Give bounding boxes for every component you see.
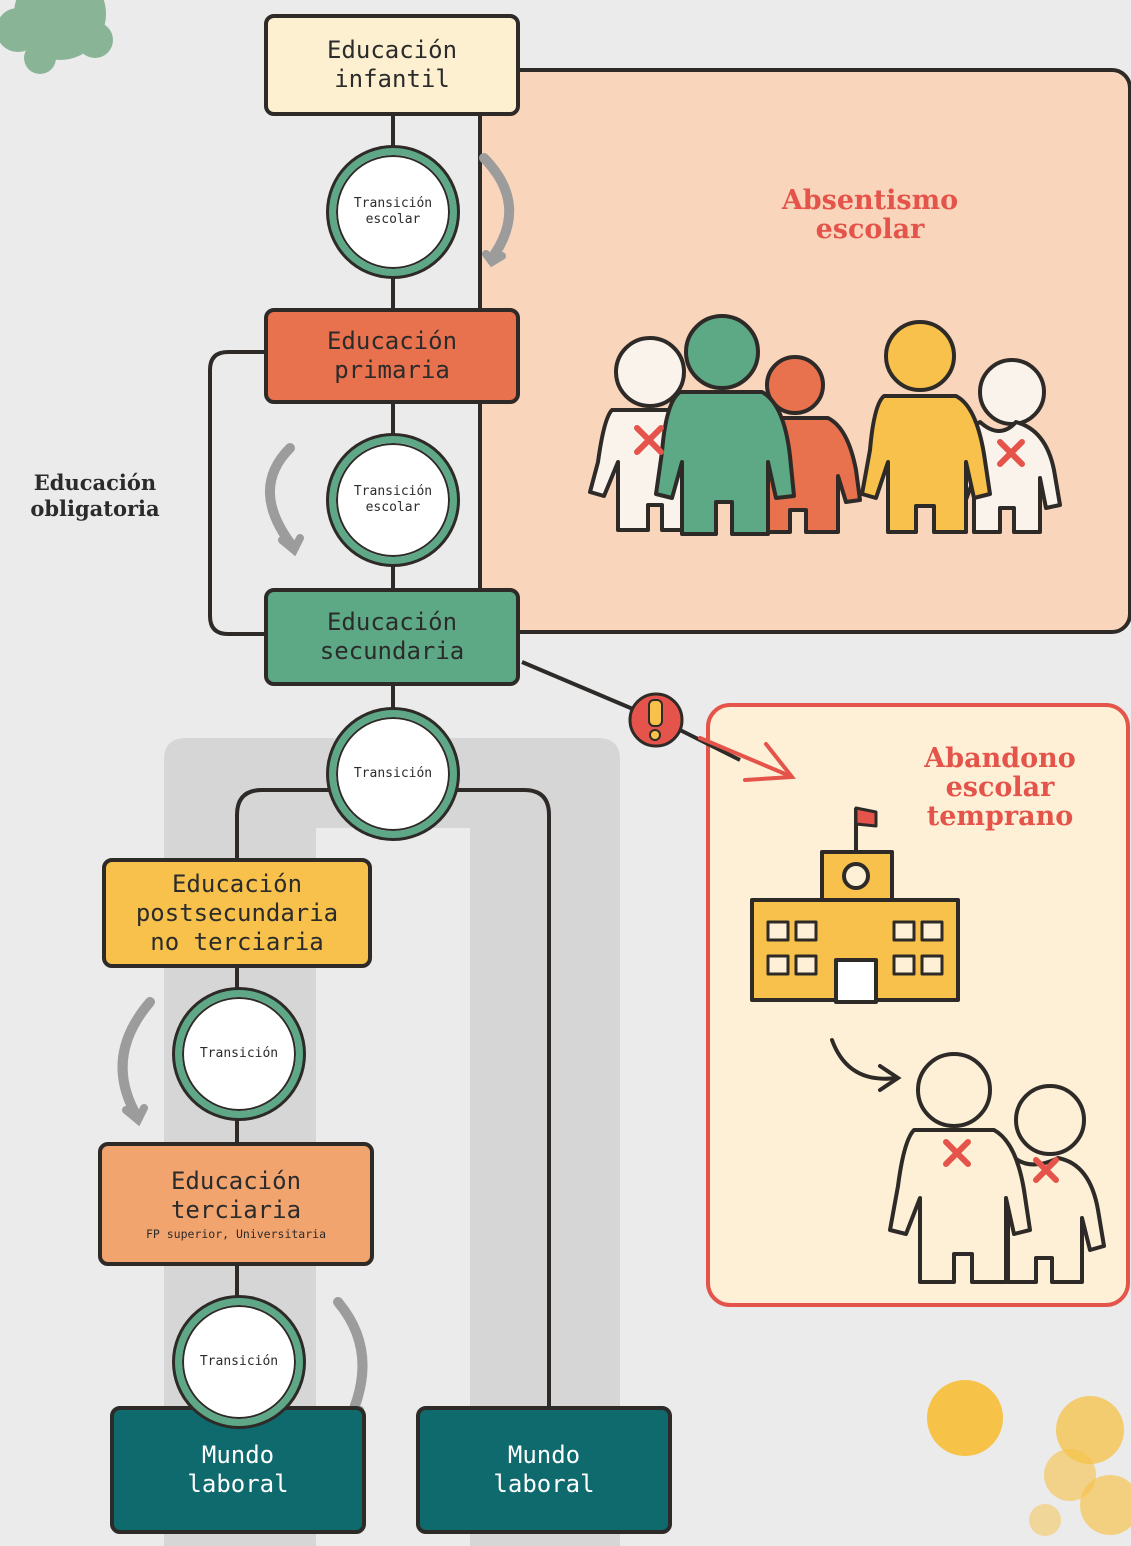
transition-2-line2: escolar [365, 500, 421, 515]
children-group-icon [588, 314, 1062, 536]
transition-circle-2: Transición escolar [329, 436, 457, 564]
node-laboral-right-line2: laboral [493, 1470, 595, 1498]
node-terciaria-line1: Educación [170, 1166, 302, 1195]
node-infantil-line1: Educación [326, 36, 458, 64]
transition-5-line1: Transición [199, 1354, 279, 1369]
abandono-x-marks [943, 1139, 1059, 1183]
obligatoria-label-line1: Educación [33, 470, 157, 495]
transition-3-line1: Transición [353, 766, 433, 781]
abandono-heading-line1: Abandono [924, 743, 1076, 774]
node-educacion-postsecundaria: Educación postsecundaria no terciaria [102, 858, 372, 968]
node-laboral-left-line1: Mundo [201, 1441, 275, 1469]
top-left-splash [0, 0, 113, 74]
transition-1-line2: escolar [365, 212, 421, 227]
node-educacion-secundaria: Educación secundaria [264, 588, 520, 686]
node-primaria-line1: Educación [326, 327, 458, 355]
node-secundaria-line1: Educación [326, 608, 458, 636]
abandono-arrow [698, 736, 796, 782]
node-secundaria-line2: secundaria [319, 637, 465, 665]
absentismo-heading-line2: escolar [815, 214, 925, 245]
transition-circle-4: Transición [175, 990, 303, 1118]
node-terciaria-line2: terciaria [170, 1195, 302, 1224]
node-educacion-terciaria: Educación terciaria FP superior, Univers… [98, 1142, 374, 1266]
transition-2-line1: Transición [353, 484, 433, 499]
node-mundo-laboral-right: Mundo laboral [416, 1406, 672, 1534]
school-icon [750, 806, 960, 1004]
dropout-children-icon [888, 1052, 1106, 1284]
node-educacion-primaria: Educación primaria [264, 308, 520, 404]
node-terciaria-note: FP superior, Universitaria [145, 1226, 326, 1241]
school-arrow [830, 1038, 902, 1092]
node-postsecundaria-line1: Educación [171, 869, 303, 898]
transition-circle-3: Transición [329, 710, 457, 838]
absentismo-heading-line1: Absentismo [781, 185, 959, 216]
absentismo-x-marks [634, 425, 1025, 467]
transition-1-line1: Transición [353, 196, 433, 211]
obligatoria-label-line2: obligatoria [30, 496, 160, 521]
node-infantil-line2: infantil [334, 65, 450, 93]
abandono-panel [706, 703, 1130, 1307]
node-primaria-line2: primaria [334, 356, 450, 384]
abandono-heading: Abandono escolar temprano [880, 744, 1120, 831]
flow-arrows [117, 153, 515, 1426]
node-laboral-right-line1: Mundo [507, 1441, 581, 1469]
node-postsecundaria-line2: postsecundaria [135, 898, 339, 927]
obligatoria-label: Educación obligatoria [0, 470, 190, 522]
abandono-heading-line2: escolar [945, 772, 1055, 803]
transition-4-line1: Transición [199, 1046, 279, 1061]
node-postsecundaria-line3: no terciaria [150, 927, 324, 956]
bottom-right-splash [927, 1380, 1131, 1536]
absentismo-heading: Absentismo escolar [720, 186, 1020, 244]
node-educacion-infantil: Educación infantil [264, 14, 520, 116]
transition-circle-5: Transición [175, 1298, 303, 1426]
warning-icon [628, 692, 684, 748]
absentismo-panel [478, 68, 1131, 634]
node-laboral-left-line2: laboral [187, 1470, 289, 1498]
transition-circle-1: Transición escolar [329, 148, 457, 276]
abandono-heading-line3: temprano [926, 801, 1074, 832]
